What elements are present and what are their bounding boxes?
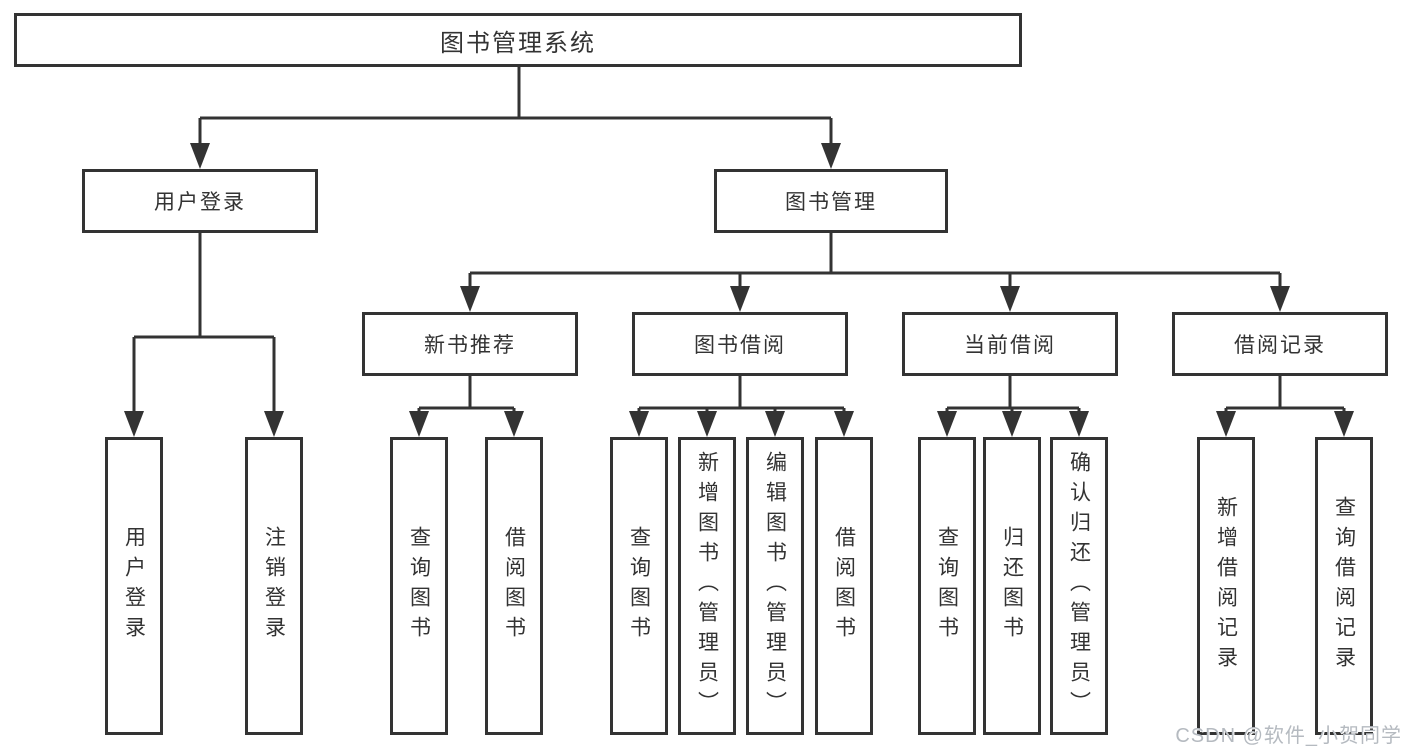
node-add-borrow-record: 新增借阅记录 <box>1197 437 1255 735</box>
node-user-login-label: 用户登录 <box>154 191 246 214</box>
node-current-borrowing-label: 当前借阅 <box>964 334 1056 357</box>
node-edit-books-admin: 编辑图书（管理员） <box>746 437 804 735</box>
node-book-management-label: 图书管理 <box>785 191 877 214</box>
node-logout-label: 注销登录 <box>262 526 286 646</box>
node-query-borrow-record: 查询借阅记录 <box>1315 437 1373 735</box>
node-add-borrow-record-label: 新增借阅记录 <box>1214 496 1238 676</box>
node-borrowing-records: 借阅记录 <box>1172 312 1388 376</box>
node-book-borrowing: 图书借阅 <box>632 312 848 376</box>
node-borrow-books-recommend-label: 借阅图书 <box>502 526 526 646</box>
node-query-books-recommend-label: 查询图书 <box>407 526 431 646</box>
node-root: 图书管理系统 <box>14 13 1022 67</box>
node-book-borrowing-label: 图书借阅 <box>694 334 786 357</box>
node-edit-books-admin-label: 编辑图书（管理员） <box>763 451 787 721</box>
node-query-books-borrow-label: 查询图书 <box>627 526 651 646</box>
node-query-books-recommend: 查询图书 <box>390 437 448 735</box>
node-return-books: 归还图书 <box>983 437 1041 735</box>
node-new-book-recommendation-label: 新书推荐 <box>424 334 516 357</box>
node-return-books-label: 归还图书 <box>1000 526 1024 646</box>
node-user-login-action: 用户登录 <box>105 437 163 735</box>
node-borrow-books-borrow-label: 借阅图书 <box>832 526 856 646</box>
node-query-books-current: 查询图书 <box>918 437 976 735</box>
node-add-books-admin-label: 新增图书（管理员） <box>695 451 719 721</box>
node-user-login-action-label: 用户登录 <box>122 526 146 646</box>
csdn-watermark: CSDN @软件_小贺同学 <box>1175 725 1402 747</box>
node-borrowing-records-label: 借阅记录 <box>1234 334 1326 357</box>
node-query-books-current-label: 查询图书 <box>935 526 959 646</box>
node-root-label: 图书管理系统 <box>440 29 596 57</box>
node-confirm-return-admin-label: 确认归还（管理员） <box>1067 451 1091 721</box>
node-logout: 注销登录 <box>245 437 303 735</box>
node-query-borrow-record-label: 查询借阅记录 <box>1332 496 1356 676</box>
node-borrow-books-recommend: 借阅图书 <box>485 437 543 735</box>
node-query-books-borrow: 查询图书 <box>610 437 668 735</box>
node-new-book-recommendation: 新书推荐 <box>362 312 578 376</box>
node-confirm-return-admin: 确认归还（管理员） <box>1050 437 1108 735</box>
node-add-books-admin: 新增图书（管理员） <box>678 437 736 735</box>
node-current-borrowing: 当前借阅 <box>902 312 1118 376</box>
node-borrow-books-borrow: 借阅图书 <box>815 437 873 735</box>
node-book-management: 图书管理 <box>714 169 948 233</box>
node-user-login: 用户登录 <box>82 169 318 233</box>
